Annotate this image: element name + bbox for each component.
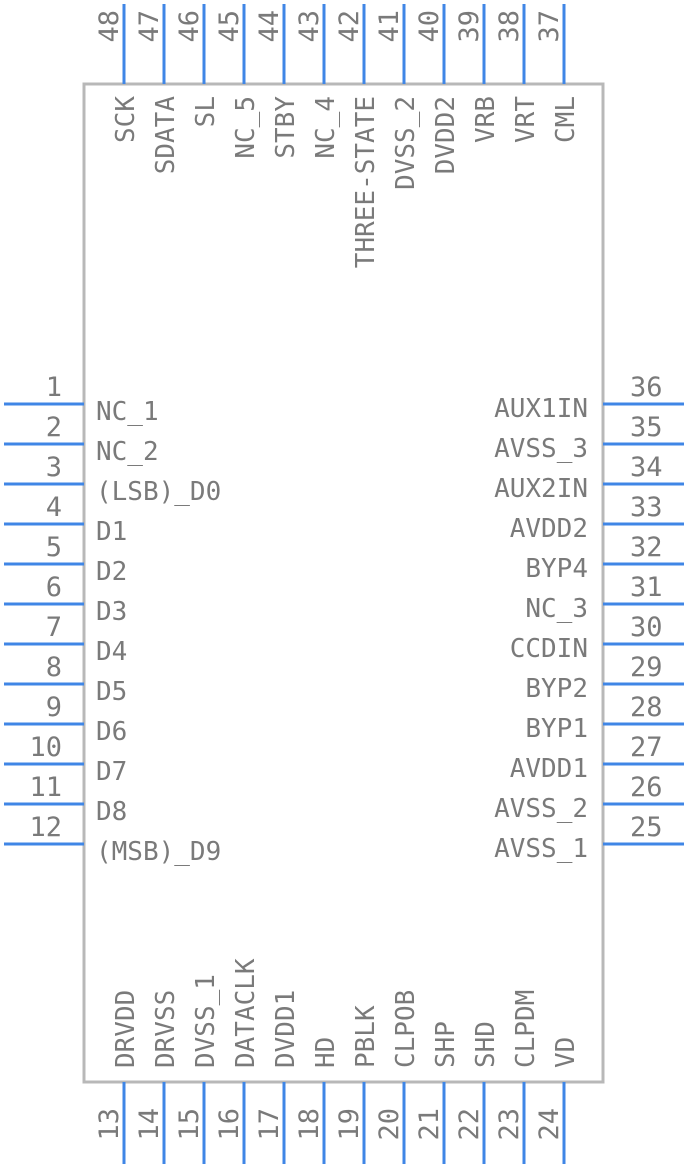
pin-label: BYP4 xyxy=(525,554,588,584)
pin-label: NC_3 xyxy=(525,594,588,624)
pin-number: 44 xyxy=(254,10,285,43)
pin-label: DATACLK xyxy=(231,958,261,1068)
pin-label: D4 xyxy=(96,637,127,667)
pin-label: D8 xyxy=(96,797,127,827)
pin-label: AVDD1 xyxy=(510,754,588,784)
pin-label: AUX1IN xyxy=(494,394,588,424)
pin-number: 45 xyxy=(214,10,245,43)
pin-number: 14 xyxy=(134,1108,165,1141)
pin-group: 1NC_12NC_23(LSB)_D04D15D26D37D48D59D610D… xyxy=(4,4,684,1164)
pin-number: 31 xyxy=(630,572,663,603)
pin-number: 47 xyxy=(134,10,165,43)
pin-label: THREE-STATE xyxy=(351,96,381,268)
pin-label: CCDIN xyxy=(510,634,588,664)
pin-number: 36 xyxy=(630,372,663,403)
pin-number: 5 xyxy=(46,532,62,563)
pin-number: 46 xyxy=(174,10,205,43)
pin-number: 24 xyxy=(534,1108,565,1141)
pin-number: 35 xyxy=(630,412,663,443)
pin-number: 17 xyxy=(254,1108,285,1141)
pin-label: VRB xyxy=(471,96,501,143)
pin-label: DVSS_1 xyxy=(191,974,221,1068)
pin-number: 12 xyxy=(29,812,62,843)
pin-label: NC_4 xyxy=(311,96,341,159)
pin-number: 8 xyxy=(46,652,62,683)
pin-number: 27 xyxy=(630,732,663,763)
pin-number: 41 xyxy=(374,10,405,43)
pin-number: 19 xyxy=(334,1108,365,1141)
pin-number: 43 xyxy=(294,10,325,43)
pin-label: DVSS_2 xyxy=(391,96,421,190)
pin-label: (LSB)_D0 xyxy=(96,477,221,507)
pin-number: 48 xyxy=(94,10,125,43)
pin-number: 22 xyxy=(454,1108,485,1141)
pin-number: 34 xyxy=(630,452,663,483)
pin-label: AUX2IN xyxy=(494,474,588,504)
pin-number: 10 xyxy=(29,732,62,763)
pin-label: CML xyxy=(551,96,581,143)
pin-number: 21 xyxy=(414,1108,445,1141)
pin-label: BYP1 xyxy=(525,714,588,744)
pin-number: 6 xyxy=(46,572,62,603)
pin-label: (MSB)_D9 xyxy=(96,837,221,867)
pin-label: AVSS_3 xyxy=(494,434,588,464)
pin-label: D3 xyxy=(96,597,127,627)
pin-number: 15 xyxy=(174,1108,205,1141)
pin-label: NC_5 xyxy=(231,96,261,159)
pin-number: 40 xyxy=(414,10,445,43)
pin-number: 4 xyxy=(46,492,62,523)
pin-label: NC_1 xyxy=(96,397,159,427)
pin-number: 3 xyxy=(46,452,62,483)
pin-number: 37 xyxy=(534,10,565,43)
pin-label: D7 xyxy=(96,757,127,787)
pin-number: 25 xyxy=(630,812,663,843)
pin-label: D5 xyxy=(96,677,127,707)
pin-label: DRVSS xyxy=(151,990,181,1068)
pin-number: 28 xyxy=(630,692,663,723)
pin-number: 18 xyxy=(294,1108,325,1141)
pin-label: AVSS_2 xyxy=(494,794,588,824)
pin-label: D6 xyxy=(96,717,127,747)
pin-label: SHD xyxy=(471,1021,501,1068)
pin-label: HD xyxy=(311,1037,341,1068)
pin-number: 13 xyxy=(94,1108,125,1141)
pin-label: VD xyxy=(551,1037,581,1068)
pin-label: CLPOB xyxy=(391,990,421,1068)
pin-label: DVDD1 xyxy=(271,990,301,1068)
pin-number: 38 xyxy=(494,10,525,43)
pin-label: D2 xyxy=(96,557,127,587)
pin-number: 11 xyxy=(29,772,62,803)
pin-label: D1 xyxy=(96,517,127,547)
pin-number: 26 xyxy=(630,772,663,803)
pin-number: 16 xyxy=(214,1108,245,1141)
component-body xyxy=(82,82,605,1084)
pin-label: BYP2 xyxy=(525,674,588,704)
pin-label: VRT xyxy=(511,96,541,143)
pin-label: SHP xyxy=(431,1021,461,1068)
pin-number: 32 xyxy=(630,532,663,563)
pin-label: DVDD2 xyxy=(431,96,461,174)
pin-label: CLPDM xyxy=(511,990,541,1068)
pin-label: AVSS_1 xyxy=(494,834,588,864)
pin-number: 1 xyxy=(46,372,62,403)
pin-number: 7 xyxy=(46,612,62,643)
pin-label: PBLK xyxy=(351,1005,381,1068)
pin-label: AVDD2 xyxy=(510,514,588,544)
pin-label: SL xyxy=(191,96,221,127)
pin-number: 23 xyxy=(494,1108,525,1141)
pin-number: 33 xyxy=(630,492,663,523)
pin-label: SCK xyxy=(111,96,141,143)
pin-label: SDATA xyxy=(151,96,181,175)
pin-number: 2 xyxy=(46,412,62,443)
pin-number: 42 xyxy=(334,10,365,43)
pin-number: 9 xyxy=(46,692,62,723)
pin-label: NC_2 xyxy=(96,437,159,467)
pin-number: 30 xyxy=(630,612,663,643)
pin-label: DRVDD xyxy=(111,990,141,1068)
pin-label: STBY xyxy=(271,96,301,159)
pin-number: 20 xyxy=(374,1108,405,1141)
pin-number: 39 xyxy=(454,10,485,43)
pin-number: 29 xyxy=(630,652,663,683)
